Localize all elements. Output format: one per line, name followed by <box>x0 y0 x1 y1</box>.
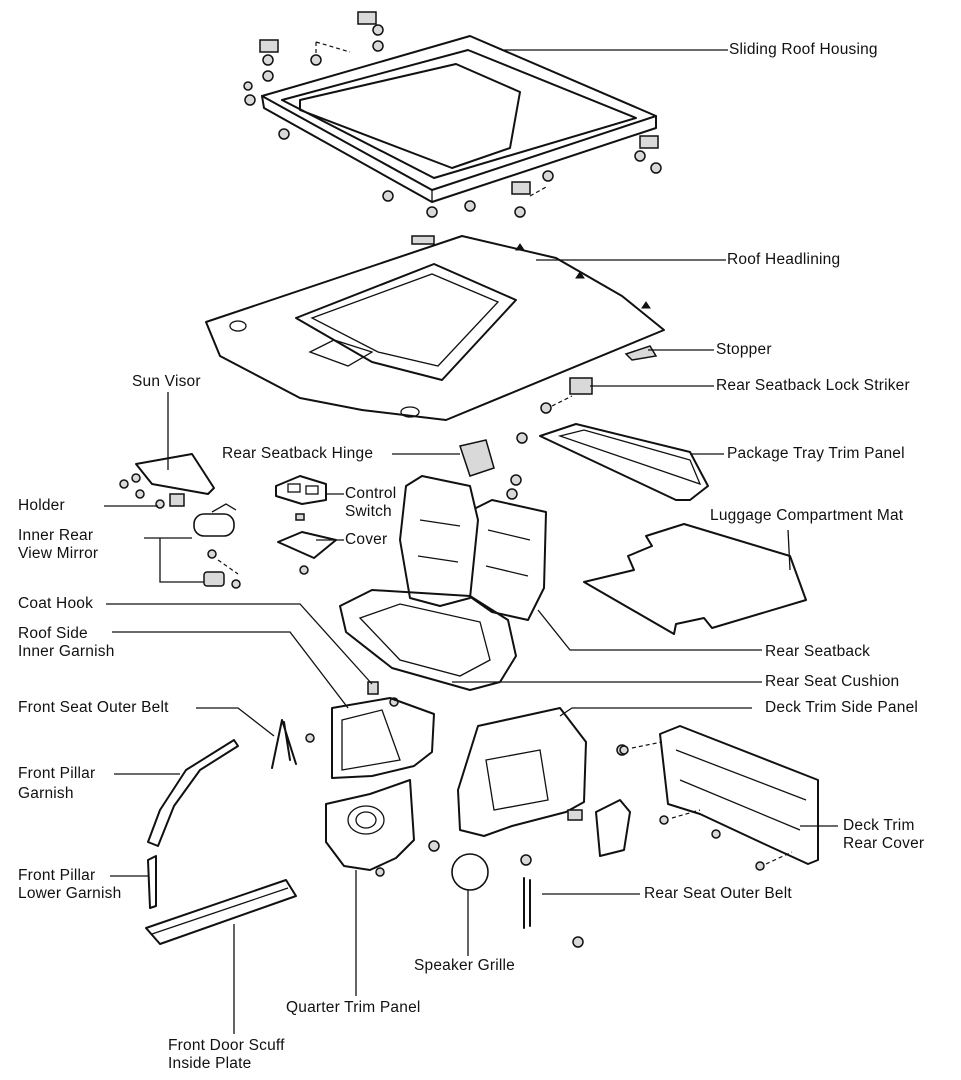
label-rear-seatback: Rear Seatback <box>765 643 871 660</box>
package-tray-trim-panel <box>539 423 709 501</box>
luggage-compartment-mat <box>583 523 807 635</box>
label-speaker-grille: Speaker Grille <box>414 957 516 974</box>
label-sun-visor: Sun Visor <box>132 373 201 390</box>
roof-headlining <box>205 235 665 421</box>
label-holder: Holder <box>18 497 65 514</box>
label-deck-trim-rear-cover-line1: Deck Trim <box>843 817 915 834</box>
label-cover: Cover <box>345 531 388 548</box>
front-seat-outer-belt <box>271 719 315 769</box>
label-front-door-scuff-inside-plate-line1: Front Door Scuff <box>168 1037 285 1054</box>
rear-seat-outer-belt <box>523 877 584 948</box>
deck-trim-rear-cover <box>619 725 819 871</box>
label-rear-seatback-hinge: Rear Seatback Hinge <box>222 445 374 462</box>
label-front-pillar-lower-garnish-line1: Front Pillar <box>18 867 96 884</box>
inner-rear-view-mirror <box>193 503 241 589</box>
rear-seatback-lock-striker <box>540 377 593 414</box>
front-pillar-lower-garnish <box>147 855 157 909</box>
clip-icon <box>259 11 659 195</box>
speaker-grille <box>451 853 489 891</box>
label-luggage-compartment-mat: Luggage Compartment Mat <box>710 507 904 524</box>
label-control-switch-line1: Control <box>345 485 397 502</box>
quarter-trim-panel <box>325 779 440 877</box>
front-pillar-garnish <box>147 739 239 847</box>
label-front-door-scuff-inside-plate-line2: Inside Plate <box>168 1055 252 1072</box>
front-door-scuff-inside-plate <box>145 879 297 945</box>
label-control-switch-line2: Switch <box>345 503 392 520</box>
label-front-pillar-garnish-line2: Garnish <box>18 785 74 802</box>
roof-side-inner-garnish <box>331 697 435 779</box>
label-front-pillar-lower-garnish-line2: Lower Garnish <box>18 885 122 902</box>
cover-part <box>277 513 337 575</box>
label-deck-trim-side-panel: Deck Trim Side Panel <box>765 699 919 716</box>
label-inner-rear-view-mirror-line2: View Mirror <box>18 545 99 562</box>
deck-trim-side-panel <box>457 707 628 866</box>
label-roof-side-inner-garnish-line1: Roof Side <box>18 625 88 642</box>
label-coat-hook: Coat Hook <box>18 595 94 612</box>
sliding-roof-housing <box>243 11 662 218</box>
rear-seatback-hinge <box>459 432 528 500</box>
screw-icon <box>243 24 662 218</box>
label-stopper: Stopper <box>716 341 772 358</box>
stopper <box>624 345 658 361</box>
coat-hook <box>367 681 399 707</box>
holder-part <box>155 493 185 509</box>
label-deck-trim-rear-cover-line2: Rear Cover <box>843 835 925 852</box>
label-quarter-trim-panel: Quarter Trim Panel <box>286 999 421 1016</box>
label-sliding-roof-housing: Sliding Roof Housing <box>729 41 878 58</box>
label-package-tray-trim-panel: Package Tray Trim Panel <box>727 445 905 462</box>
label-inner-rear-view-mirror-line1: Inner Rear <box>18 527 94 544</box>
label-roof-headlining: Roof Headlining <box>727 251 841 268</box>
control-switch <box>275 475 327 505</box>
rear-seat-cushion <box>339 589 517 691</box>
leader-lines <box>104 49 838 1034</box>
pad-part <box>595 799 631 857</box>
label-front-pillar-garnish-line1: Front Pillar <box>18 765 96 782</box>
label-rear-seat-outer-belt: Rear Seat Outer Belt <box>644 885 792 902</box>
label-front-seat-outer-belt: Front Seat Outer Belt <box>18 699 169 716</box>
label-rear-seatback-lock-striker: Rear Seatback Lock Striker <box>716 377 910 394</box>
label-roof-side-inner-garnish-line2: Inner Garnish <box>18 643 115 660</box>
rear-seatback <box>399 475 547 621</box>
sun-visor <box>119 453 215 499</box>
label-rear-seat-cushion: Rear Seat Cushion <box>765 673 900 690</box>
